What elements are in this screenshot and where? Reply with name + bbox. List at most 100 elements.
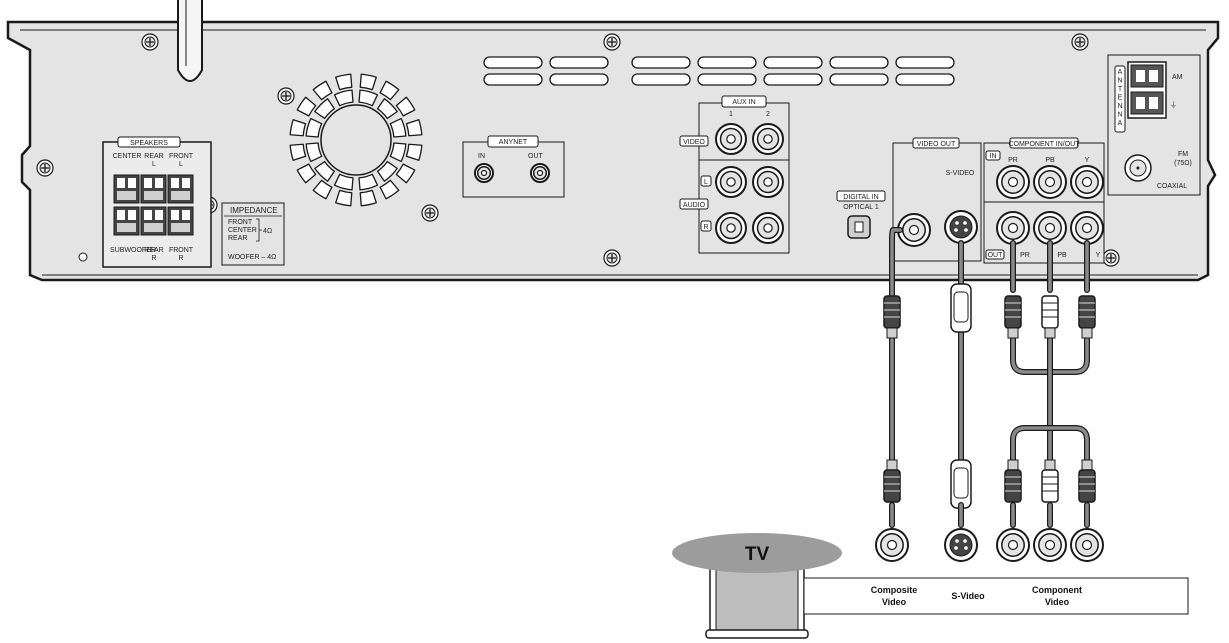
fan-slot [359, 73, 377, 91]
vent-slot [697, 56, 757, 69]
fan-slot [395, 163, 416, 184]
antenna-letter: E [1118, 95, 1123, 102]
antenna-letter: A [1118, 69, 1123, 76]
fan-slot [395, 96, 416, 117]
tv-component-y-jack-pin [1081, 539, 1093, 551]
impedance-front: FRONT [228, 219, 253, 226]
speaker-terminal-clip [144, 191, 163, 200]
svideo-pin [963, 221, 967, 225]
fan-slot [296, 96, 317, 117]
speaker-terminal-hole [155, 178, 163, 188]
svideo-pin [955, 539, 959, 543]
tv-label-oval [672, 533, 842, 573]
fan-slot [335, 189, 353, 207]
aux-video-1-jack-pin [726, 134, 736, 144]
fan-slot [333, 173, 354, 191]
speaker-top-label: FRONT [169, 153, 194, 160]
svideo-pin [963, 539, 967, 543]
tv-component-pr-jack-pin [1007, 539, 1019, 551]
vent-slot [549, 56, 609, 69]
aux-in-col2: 2 [766, 111, 770, 118]
vent-slot [483, 56, 543, 69]
component-pr-out: PR [1020, 252, 1030, 259]
composite-out-jack-pin [908, 224, 920, 236]
speaker-bottom-label: FRONT [169, 247, 194, 254]
component-pb-plug-top-collar [1044, 327, 1056, 339]
tv-component-pb-jack-pin [1044, 539, 1056, 551]
svideo-pin [954, 546, 958, 550]
tv-label: TV [745, 544, 770, 565]
speaker-bottom-label: REAR [144, 247, 163, 254]
aux-audio-l-1-jack-pin [726, 177, 736, 187]
aux-in-title: AUX IN [732, 99, 755, 106]
fan-grille [289, 73, 423, 207]
speaker-terminal-hole [182, 178, 190, 188]
component-y-plug-top [1078, 295, 1096, 329]
component-pb-in: PB [1045, 157, 1055, 164]
digital-in-title: DIGITAL IN [843, 194, 878, 201]
speaker-top-label: L [152, 161, 156, 168]
impedance-label: IMPEDANCE FRONT CENTER REAR 4Ω WOOFER – … [221, 202, 285, 266]
fan-slot [289, 119, 307, 137]
fan-slot [358, 89, 379, 107]
svideo-plug-top-inner [953, 291, 969, 323]
speaker-terminal-clip [171, 191, 190, 200]
fan-slot [305, 117, 323, 138]
vent-slot [829, 56, 889, 69]
aux-audio-l-2-jack-pin [763, 177, 773, 187]
component-pb-plug-top [1041, 295, 1059, 329]
power-cord [177, 0, 203, 82]
impedance-center: CENTER [228, 227, 257, 234]
component-in-label: IN [990, 153, 997, 160]
vent-slot [895, 56, 955, 69]
fan-slot [389, 142, 407, 163]
panel-component-line1: Component [1032, 585, 1082, 595]
component-out-y-jack-pin [1081, 222, 1093, 234]
video-out-block: VIDEO OUT S-VIDEO [892, 137, 982, 262]
speaker-top-label: L [179, 161, 183, 168]
vent-slot [829, 73, 889, 86]
svideo-pin [964, 228, 968, 232]
component-pb-out: PB [1057, 252, 1067, 259]
fan-slot [376, 98, 398, 120]
tv-composite-jack-pin [886, 539, 898, 551]
screw-cross [426, 209, 434, 217]
fan-slot [376, 160, 398, 182]
antenna-letter: N [1117, 103, 1122, 110]
speaker-bottom-label: R [178, 255, 183, 262]
speakers-title: SPEAKERS [130, 140, 168, 147]
screw-cross [1076, 38, 1084, 46]
speaker-terminal-hole [144, 210, 152, 220]
fan-slot [289, 143, 307, 161]
speaker-terminal-hole [117, 210, 125, 220]
vent-slot [483, 73, 543, 86]
screw-cross [608, 38, 616, 46]
fan-slot [305, 142, 323, 163]
indicator-dot [78, 252, 88, 262]
antenna-letter: T [1118, 86, 1123, 93]
component-pr-plug-bottom-collar [1007, 459, 1019, 471]
digital-in-block: DIGITAL IN OPTICAL 1 [836, 190, 886, 239]
speaker-top-label: CENTER [113, 153, 142, 160]
fan-slot [389, 117, 407, 138]
speaker-terminal-hole [117, 178, 125, 188]
svideo-out-jack-inner [949, 215, 973, 239]
fm-ohm-label: (75Ω) [1174, 160, 1192, 167]
screw-cross [1107, 254, 1115, 262]
component-y-plug-bottom [1078, 469, 1096, 503]
panel-component-line2: Video [1045, 597, 1070, 607]
am-label: AM [1172, 74, 1183, 81]
anynet-title: ANYNET [499, 139, 528, 146]
vent-slot [895, 73, 955, 86]
vent-slot [631, 73, 691, 86]
ventilation-slots [483, 56, 955, 86]
speaker-terminal-clip [117, 223, 136, 232]
composite-plug-top [883, 295, 901, 329]
tv: TV Composite Video S-Video Component Vid… [672, 528, 1189, 639]
anynet-in-jack-pin [480, 169, 488, 177]
speaker-terminal-clip [117, 191, 136, 200]
component-pr-plug-top-collar [1007, 327, 1019, 339]
screw-cross [41, 164, 49, 172]
